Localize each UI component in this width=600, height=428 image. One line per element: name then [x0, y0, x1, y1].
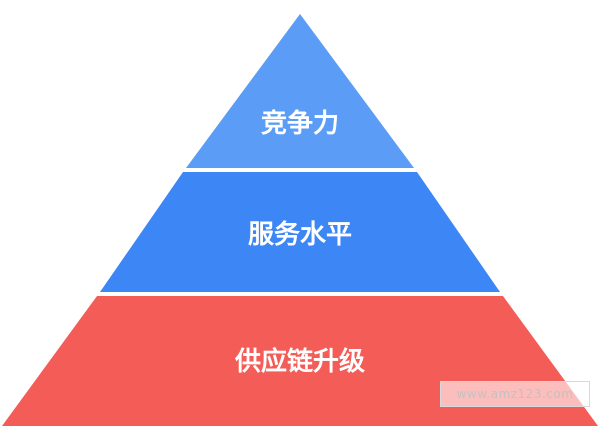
pyramid-tier-top [186, 14, 414, 168]
tier-label-bottom: 供应链升级 [234, 346, 365, 377]
tier-label-middle: 服务水平 [248, 220, 352, 250]
pyramid-tier-middle [100, 172, 500, 292]
watermark: www.amz123.com [440, 381, 590, 407]
tier-label-top: 竞争力 [261, 108, 339, 139]
